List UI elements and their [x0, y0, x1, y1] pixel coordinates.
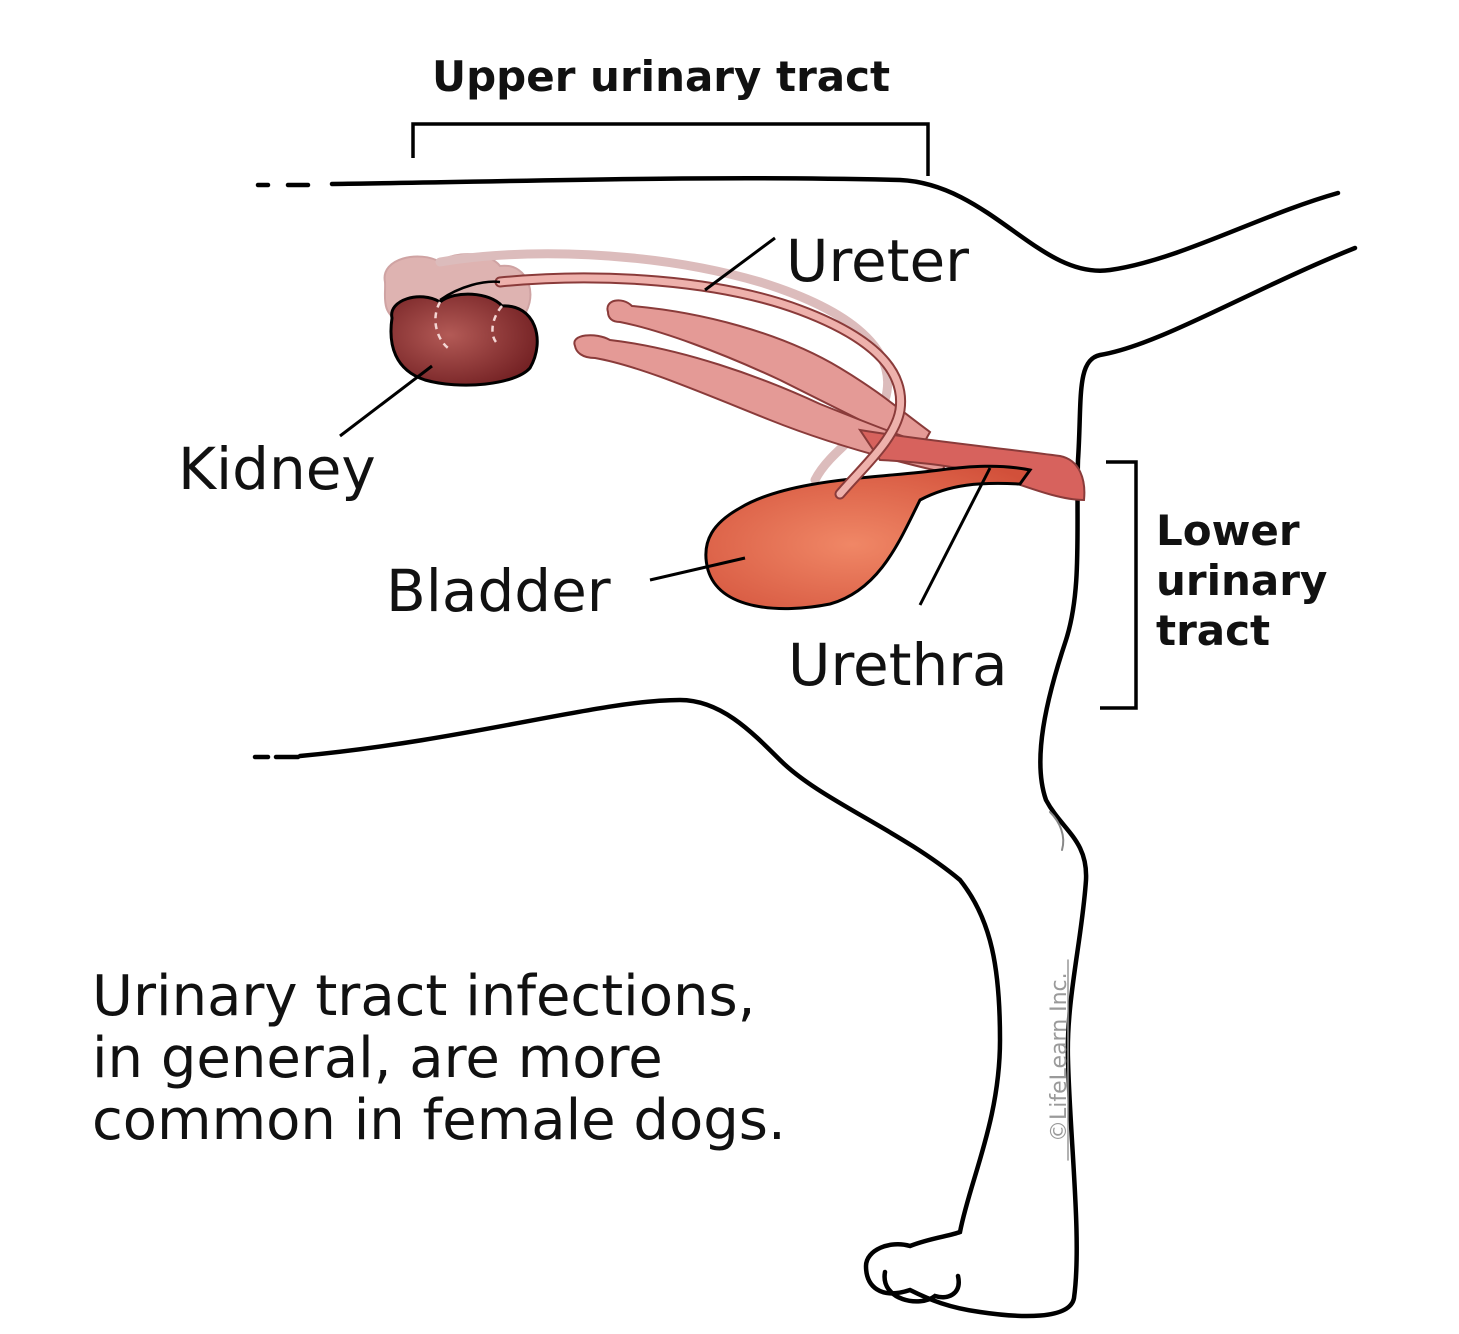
uterine-horns — [573, 299, 952, 474]
lower-label-line-2: urinary — [1156, 556, 1328, 605]
lower-label-line-1: Lower — [1156, 506, 1300, 555]
caption-text: Urinary tract infections, in general, ar… — [92, 966, 786, 1152]
caption-line-3: common in female dogs. — [92, 1088, 786, 1153]
dog-outline — [252, 175, 1358, 1319]
lower-label-line-3: tract — [1156, 606, 1271, 655]
knee-detail — [1049, 811, 1065, 851]
kidney-pointer — [339, 364, 433, 438]
urethra-label: Urethra — [788, 631, 1008, 699]
lower-tract-bracket — [1100, 460, 1138, 710]
bladder-pointer — [649, 556, 746, 582]
bladder-label: Bladder — [386, 557, 611, 625]
tail-lower — [297, 245, 1358, 1319]
bladder — [704, 464, 1033, 611]
caption-line-1: Urinary tract infections, — [92, 964, 756, 1029]
pointer-lines — [339, 236, 992, 606]
caption-line-2: in general, are more — [92, 1026, 663, 1091]
urethra-pointer — [918, 467, 992, 606]
upper-tract-bracket — [411, 122, 930, 176]
ureter-label: Ureter — [786, 227, 969, 295]
upper-urinary-tract-label: Upper urinary tract — [432, 52, 891, 101]
toe-detail — [882, 1269, 961, 1304]
lower-urinary-tract-label: Lower urinary tract — [1156, 506, 1327, 656]
copyright-notice: ©LifeLearn Inc. — [1047, 972, 1072, 1142]
kidney-label: Kidney — [178, 435, 376, 503]
back-line — [329, 175, 1341, 273]
urethra-tube — [857, 428, 1086, 502]
ureter-pointer — [704, 236, 776, 292]
